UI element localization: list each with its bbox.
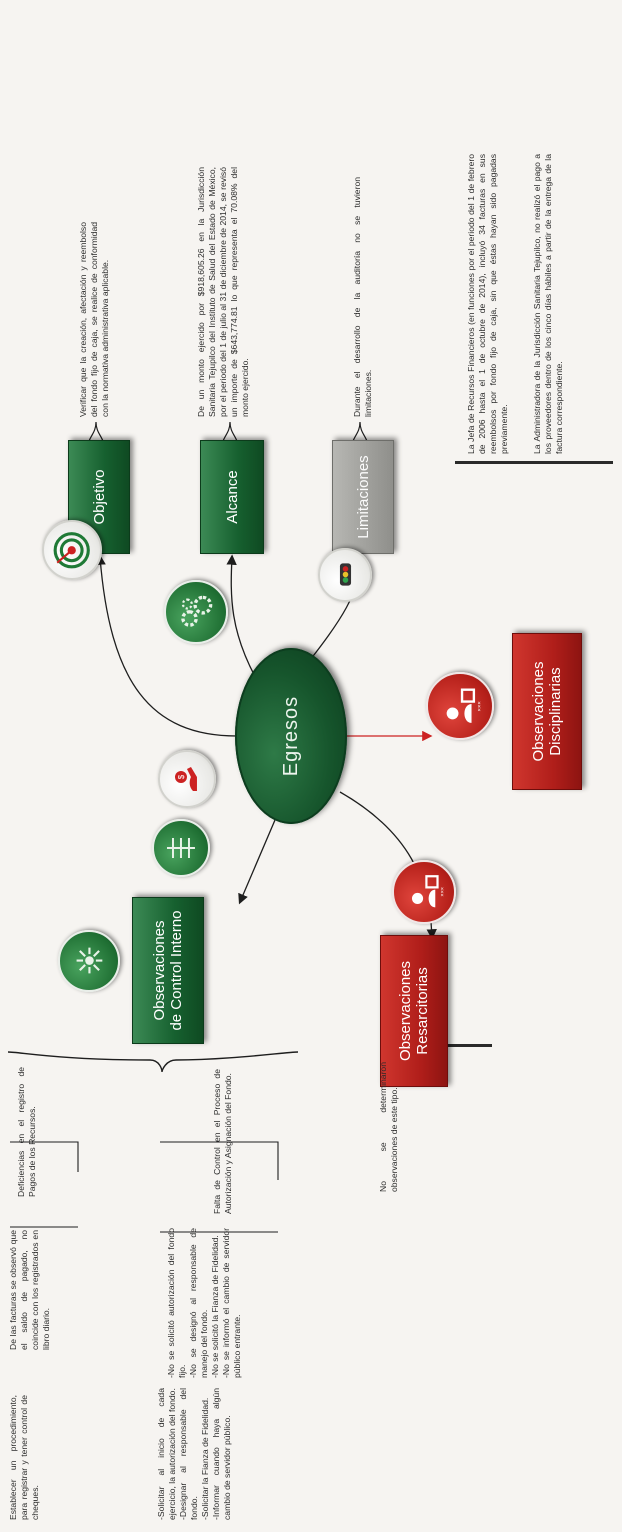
brace-limitaciones xyxy=(351,421,369,448)
brace-control-interno xyxy=(7,1051,299,1073)
detail-2: -No se solicitó autorización del fondo f… xyxy=(166,1228,242,1378)
node-limitaciones[interactable]: Limitaciones xyxy=(332,440,394,554)
checklist-icon xyxy=(152,819,210,877)
finding-1: Deficiencias en el registro de Pagos de … xyxy=(16,1067,37,1197)
recommendation-1: Establecer un procedimiento, para regist… xyxy=(8,1395,40,1520)
svg-text:×××: ××× xyxy=(477,700,483,711)
hub-label: Egresos xyxy=(279,695,302,777)
node-disciplinarias-line1: Observaciones xyxy=(530,661,547,762)
bracket-finding-2 xyxy=(160,1141,279,1180)
separator-bar-disciplinarias xyxy=(455,461,613,464)
node-resarcitorias-line1: Observaciones xyxy=(397,960,414,1062)
node-limitaciones-label: Limitaciones xyxy=(354,455,372,539)
text-limitaciones: Durante el desarrollo de la auditoría no… xyxy=(352,177,373,417)
people-red-icon-resarcitorias: ××× xyxy=(392,860,456,924)
gears-icon xyxy=(164,580,228,644)
node-control-interno-line2: de Control Interno xyxy=(168,910,185,1031)
people-red-icon-disciplinarias: ××× xyxy=(426,672,494,740)
finding-2: Falta de Control en el Proceso de Autori… xyxy=(212,1069,233,1214)
connector-control-interno xyxy=(238,819,276,905)
network-icon xyxy=(58,930,120,992)
brace-alcance xyxy=(221,421,239,448)
node-resarcitorias-line2: Resarcitorias xyxy=(414,967,431,1055)
node-objetivo-label: Objetivo xyxy=(90,469,108,525)
node-disciplinarias-line2: Disciplinarias xyxy=(547,667,564,756)
hand-coin-icon: $ xyxy=(158,750,216,808)
brace-objetivo xyxy=(87,421,105,448)
node-control-interno[interactable]: Observaciones de Control Interno xyxy=(132,897,204,1044)
hub-egresos: Egresos xyxy=(235,648,347,824)
connector-objetivo xyxy=(95,554,238,737)
svg-text:×××: ××× xyxy=(440,887,446,897)
text-disciplinarias-1: La Jefa de Recursos Financieros (en func… xyxy=(466,154,509,454)
text-disciplinarias-2: La Administradora de la Jurisdicción San… xyxy=(532,154,564,454)
detail-1: De las facturas se observó que el saldo … xyxy=(8,1230,51,1350)
traffic-light-icon xyxy=(318,548,372,602)
node-alcance-label: Alcance xyxy=(223,470,241,524)
connector-alcance xyxy=(226,554,259,683)
node-alcance[interactable]: Alcance xyxy=(200,440,264,554)
recommendation-2: -Solicitar al inicio de cada ejercicio, … xyxy=(156,1388,232,1520)
svg-text:$: $ xyxy=(177,774,186,779)
text-resarcitorias: No se determinaron observaciones de este… xyxy=(378,1062,399,1192)
text-alcance: De un monto ejercido por $918,605.26 en … xyxy=(196,167,250,417)
target-icon xyxy=(42,520,102,580)
bracket-finding-1 xyxy=(10,1141,79,1172)
text-objetivo: Verificar que la creación, afectación y … xyxy=(78,222,110,417)
node-disciplinarias[interactable]: Observaciones Disciplinarias xyxy=(512,633,582,790)
node-control-interno-line1: Observaciones xyxy=(151,920,168,1021)
